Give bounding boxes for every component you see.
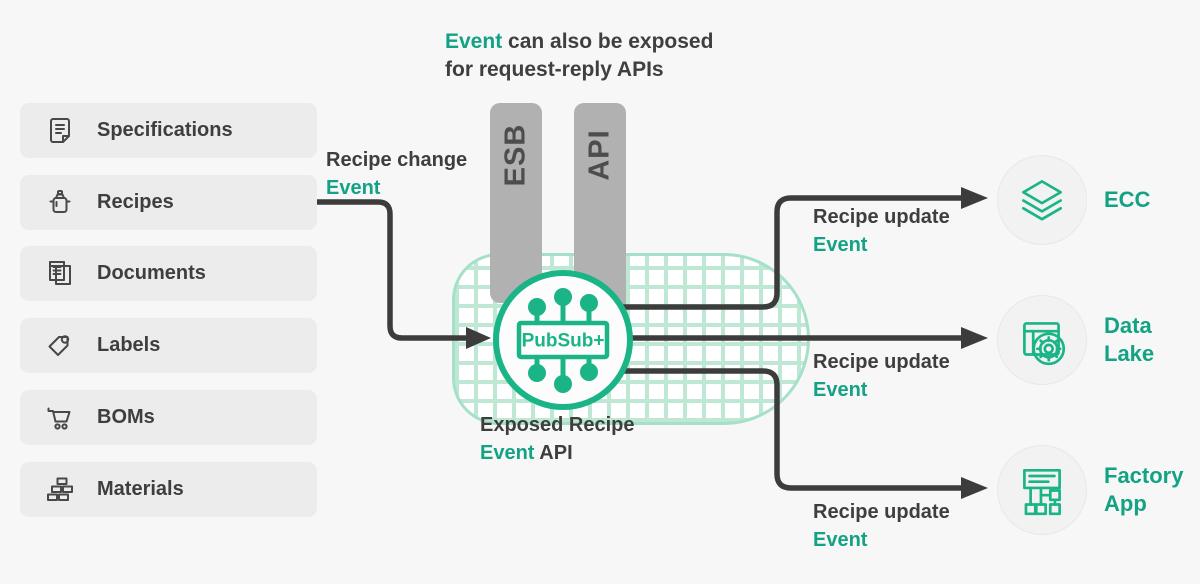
broker-caption: Exposed Recipe Event API	[480, 414, 635, 464]
brick-stack-icon	[47, 477, 73, 501]
source-card-boms: BOMs	[20, 390, 317, 445]
data-lake-label: Data Lake	[1104, 313, 1155, 366]
price-tag-icon	[48, 334, 70, 356]
source-card-recipes: Recipes	[20, 175, 317, 230]
top-annotation-line2: for request-reply APIs	[445, 58, 664, 81]
source-label: Labels	[97, 334, 161, 356]
source-card-specifications: Specifications	[20, 103, 317, 158]
cooking-pot-icon	[49, 189, 71, 213]
pubsub-broker: PubSub+	[493, 270, 633, 410]
pubsub-logo-icon: PubSub+	[516, 288, 610, 393]
pubsub-logo-text: PubSub+	[522, 331, 605, 352]
recipe-update-label-factory-app: Recipe update Event	[813, 501, 950, 551]
ecc-label: ECC	[1104, 187, 1151, 212]
org-board-icon	[1023, 468, 1061, 516]
recipe-change-label: Recipe change Event	[326, 149, 468, 199]
data-lake-badge	[997, 295, 1087, 385]
shopping-cart-icon	[47, 407, 71, 430]
esb-bar-label: ESB	[499, 123, 532, 187]
top-annotation-line1: Event can also be exposed	[445, 30, 714, 53]
source-label: Specifications	[97, 119, 233, 141]
ecc-badge	[997, 155, 1087, 245]
source-card-labels: Labels	[20, 318, 317, 373]
top-annotation: Event can also be exposed for request-re…	[445, 28, 713, 84]
arrowhead-to-factory-app	[961, 477, 988, 499]
source-label: Materials	[97, 478, 184, 500]
arrow-recipes-to-broker	[317, 199, 468, 341]
stacked-pages-icon	[49, 260, 71, 285]
specification-document-icon	[50, 117, 70, 143]
factory-app-badge	[997, 445, 1087, 535]
source-label: Recipes	[97, 191, 174, 213]
api-bar-label: API	[583, 129, 616, 181]
arrowhead-to-data-lake	[961, 327, 988, 349]
source-label: BOMs	[97, 406, 155, 428]
source-card-documents: Documents	[20, 246, 317, 301]
factory-app-label: Factory App	[1104, 463, 1184, 516]
recipe-update-label-ecc: Recipe update Event	[813, 206, 950, 256]
arrowhead-to-ecc	[961, 187, 988, 209]
source-card-materials: Materials	[20, 462, 317, 517]
window-gear-icon	[1023, 322, 1066, 366]
layers-icon	[1022, 180, 1062, 221]
top-annotation-highlight: Event	[445, 30, 503, 53]
esb-bar: ESB	[490, 103, 542, 303]
source-label: Documents	[97, 262, 206, 284]
recipe-update-label-data-lake: Recipe update Event	[813, 351, 950, 401]
